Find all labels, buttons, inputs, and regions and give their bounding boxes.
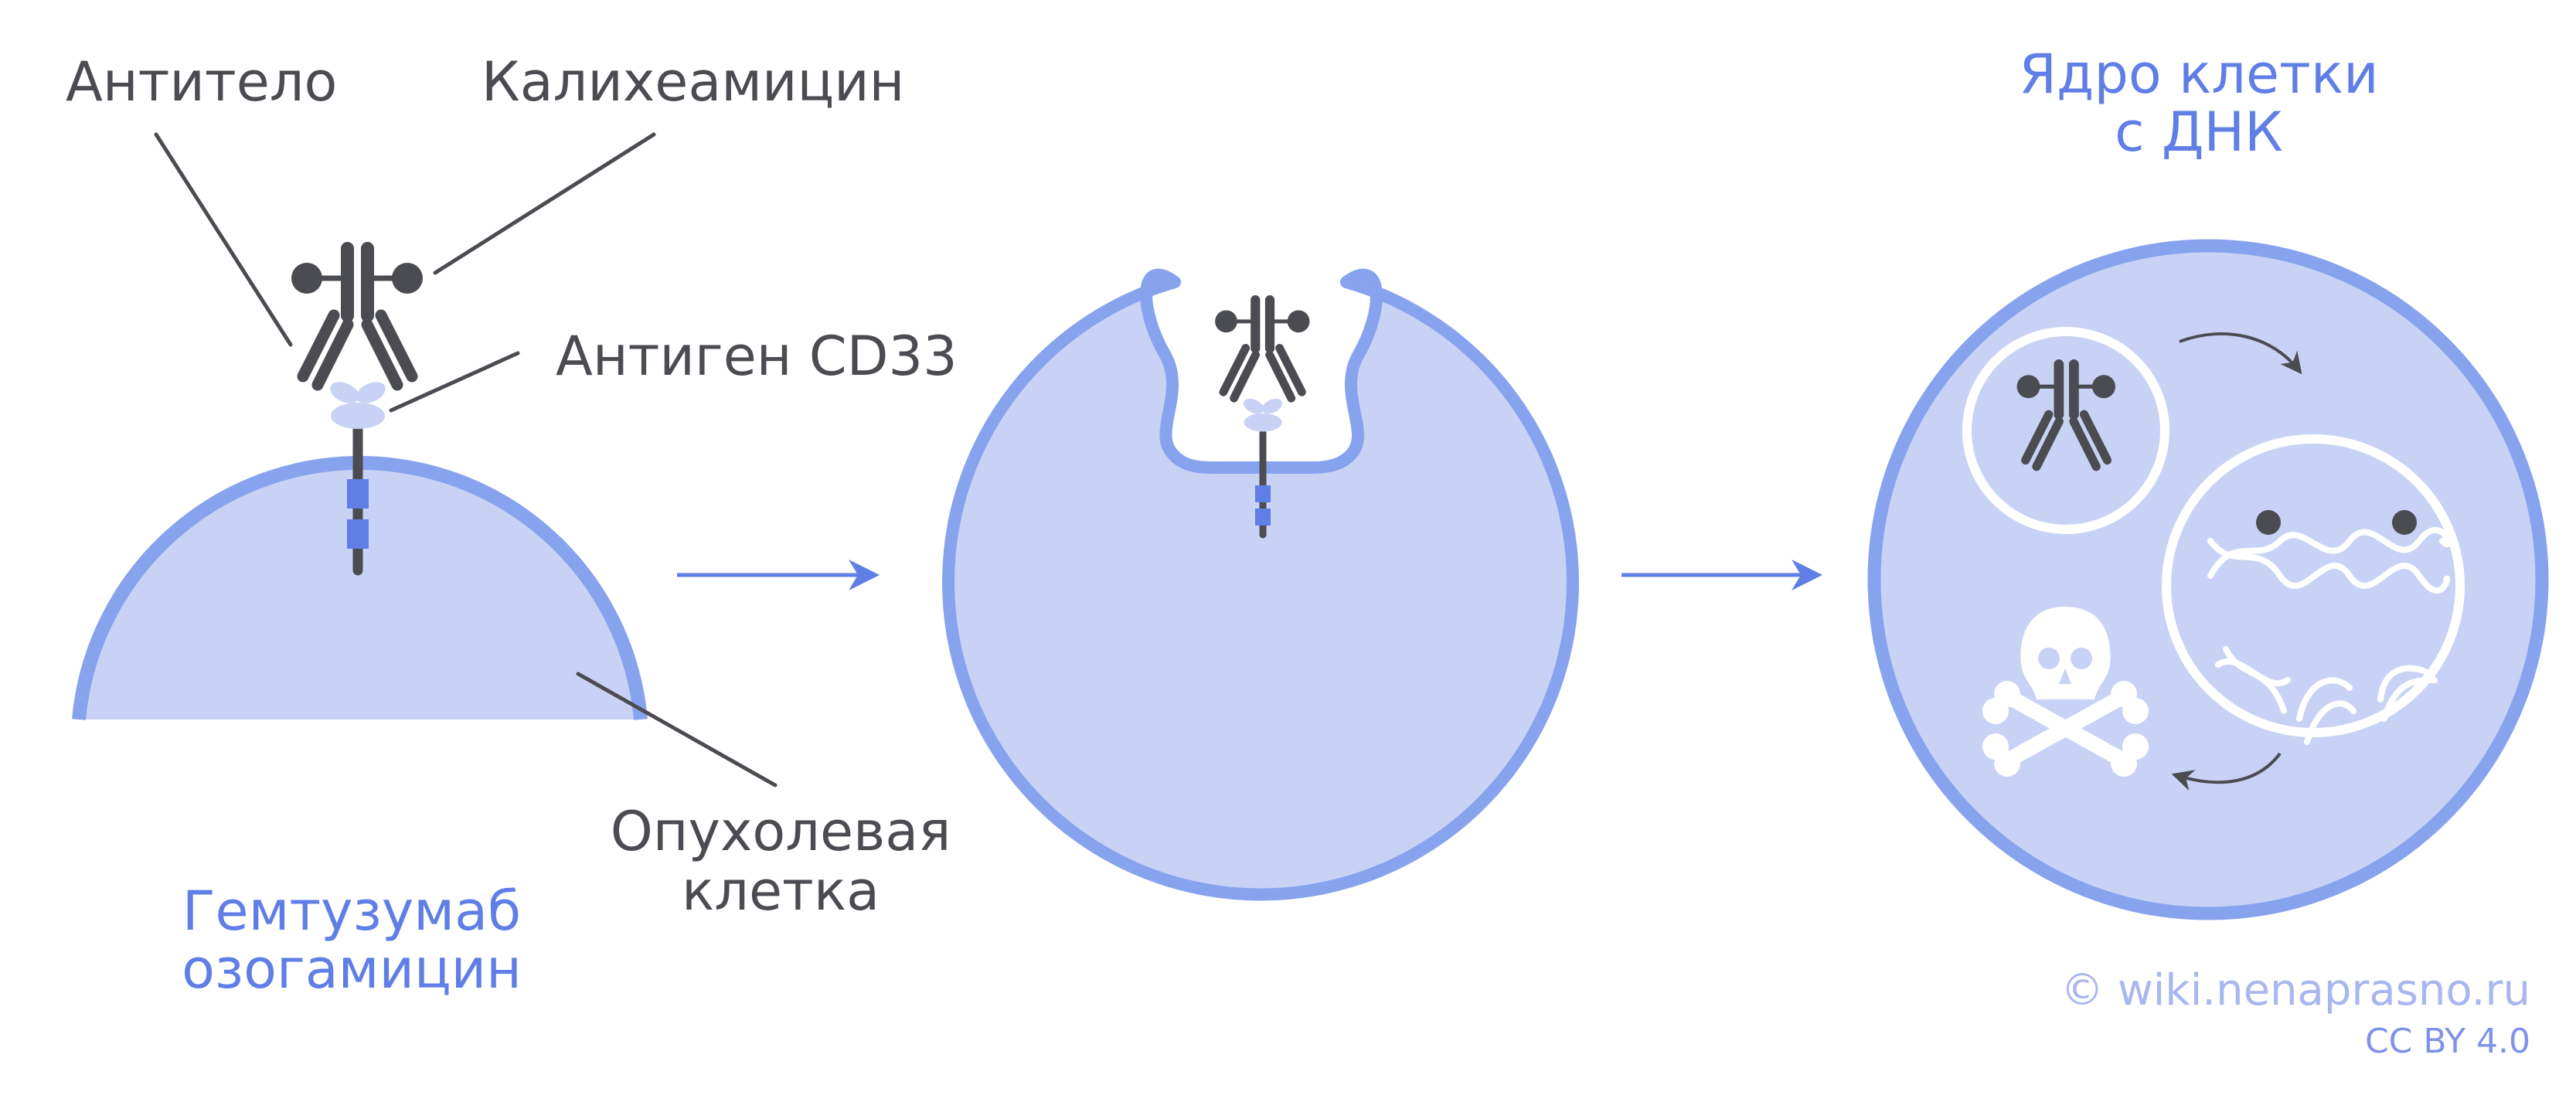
calicheamicin-dot — [2256, 510, 2281, 535]
watermark-license: CC BY 4.0 — [2365, 1022, 2530, 1061]
label-tumor-cell-1: Опухолевая — [611, 800, 951, 863]
label-antigen: Антиген CD33 — [556, 325, 958, 388]
antigen-icon — [326, 377, 390, 429]
leader-antibody — [154, 132, 293, 347]
tumor-cell-3 — [1867, 239, 2549, 920]
label-drug-2: озогамицин — [182, 937, 522, 1001]
dna-icon — [2207, 526, 2452, 745]
receptor-block — [347, 519, 369, 549]
leader-tumor-cell — [576, 672, 778, 788]
curved-arrow-icon — [2171, 752, 2282, 791]
skull-crossbones-icon — [1982, 607, 2149, 777]
lysosome — [1962, 327, 2169, 534]
receptor-block — [347, 479, 369, 509]
receptor-block — [1255, 485, 1271, 502]
receptor-block — [1255, 509, 1271, 526]
label-tumor-cell-2: клетка — [682, 859, 880, 923]
label-nucleus-1: Ядро клетки — [2019, 43, 2378, 106]
label-nucleus-2: с ДНК — [2115, 100, 2283, 164]
label-calicheamicin: Калихеамицин — [482, 50, 904, 114]
label-drug-1: Гемтузумаб — [182, 879, 521, 943]
label-antibody: Антитело — [66, 50, 337, 114]
tumor-cell-2 — [942, 268, 1579, 901]
antibody-icon — [291, 242, 423, 385]
calicheamicin-dot — [2392, 510, 2417, 535]
watermark-site: © wiki.nenaprasno.ru — [2060, 965, 2530, 1015]
curved-arrow-icon — [2179, 332, 2302, 375]
leader-antigen — [389, 351, 520, 413]
tumor-cell-1 — [79, 463, 641, 719]
leader-calicheamicin — [433, 132, 656, 275]
